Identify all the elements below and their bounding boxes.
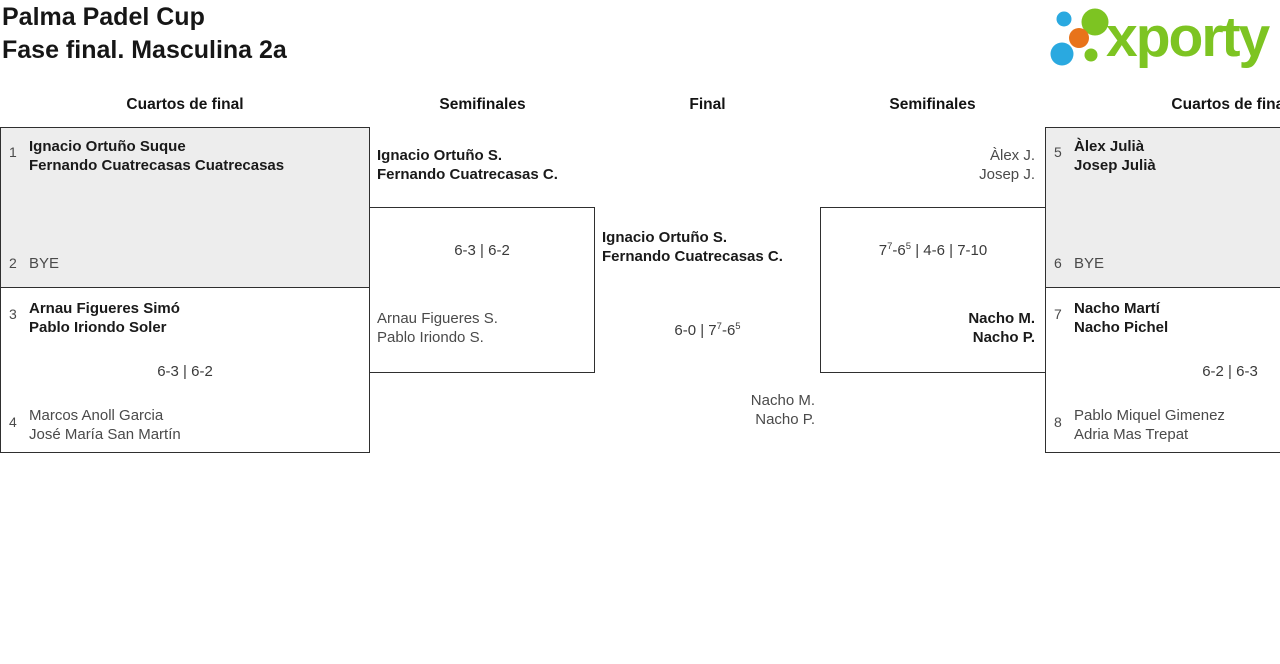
seed-number: 7 — [1054, 306, 1062, 322]
player-name: Josep Julià — [1074, 157, 1156, 174]
player-name: Nacho M. — [750, 392, 815, 409]
player-name: José María San Martín — [29, 426, 181, 443]
player-name: Marcos Anoll Garcia — [29, 407, 164, 424]
player-name: Ignacio Ortuño S. — [377, 147, 503, 164]
team-qf1-bottom-bye: BYE — [29, 255, 60, 272]
match-sf2-score: 77-65 | 4-6 | 7-10 — [878, 241, 988, 259]
seed-number: 3 — [9, 306, 17, 322]
player-name: Ignacio Ortuño S. — [602, 229, 728, 246]
round-header-quarters-left: Cuartos de final — [126, 96, 244, 113]
team-sf2-top: Àlex J. Josep J. — [820, 146, 1035, 184]
logo[interactable] — [1048, 3, 1112, 75]
seed-number: 6 — [1054, 255, 1062, 271]
player-name: Pablo Miquel Gimenez — [1074, 407, 1225, 424]
logo-dots-icon — [1050, 8, 1109, 66]
player-name: Pablo Iriondo S. — [377, 329, 484, 346]
match-sf1-score: 6-3 | 6-2 — [454, 242, 510, 259]
player-name: Nacho Martí — [1074, 300, 1160, 317]
player-name: Adria Mas Trepat — [1074, 426, 1189, 443]
round-header-final: Final — [689, 96, 726, 113]
seed-number: 4 — [9, 414, 17, 430]
phase-category: Fase final. Masculina 2a — [2, 36, 287, 64]
player-name: Fernando Cuatrecasas C. — [377, 166, 558, 183]
player-name: Ignacio Ortuño Suque — [29, 138, 186, 155]
player-name: Nacho M. — [968, 310, 1035, 327]
logo-dot-orange — [1069, 28, 1089, 48]
team-final-bottom: Nacho M. Nacho P. — [595, 391, 815, 429]
match-qf1-box: 1 Ignacio Ortuño Suque Fernando Cuatreca… — [0, 127, 370, 288]
player-name: Nacho Pichel — [1074, 319, 1169, 336]
round-header-semis-left: Semifinales — [439, 96, 526, 113]
team-qf3-bottom-bye: BYE — [1074, 255, 1105, 272]
team-sf2-bottom: Nacho M. Nacho P. — [968, 309, 1035, 347]
seed-number: 5 — [1054, 144, 1062, 160]
tournament-name: Palma Padel Cup — [2, 3, 205, 31]
logo-text[interactable]: xporty — [1106, 4, 1270, 69]
match-final-score: 6-0 | 77-65 — [674, 321, 741, 339]
round-header-semis-right: Semifinales — [889, 96, 976, 113]
team-sf1-top: Ignacio Ortuño S. Fernando Cuatrecasas C… — [377, 146, 558, 184]
player-name: Nacho P. — [755, 411, 815, 428]
seed-number: 2 — [9, 255, 17, 271]
logo-dot-green-small — [1084, 48, 1098, 62]
logo-dot-green-large — [1081, 8, 1109, 36]
team-final-top: Ignacio Ortuño S. Fernando Cuatrecasas C… — [602, 228, 783, 266]
team-qf4-top: Nacho Martí Nacho Pichel — [1074, 299, 1168, 337]
seed-number: 8 — [1054, 414, 1062, 430]
player-name: Pablo Iriondo Soler — [29, 319, 167, 336]
team-qf4-bottom: Pablo Miquel Gimenez Adria Mas Trepat — [1074, 406, 1225, 444]
match-qf3-box: 5 Àlex Julià Josep Julià 6 BYE — [1045, 127, 1280, 288]
player-name: Àlex Julià — [1074, 138, 1145, 155]
logo-dot-blue-small — [1056, 11, 1072, 27]
team-qf3-top: Àlex Julià Josep Julià — [1074, 137, 1156, 175]
team-qf1-top: Ignacio Ortuño Suque Fernando Cuatrecasa… — [29, 137, 284, 175]
match-qf4-box: 7 Nacho Martí Nacho Pichel 6-2 | 6-3 8 P… — [1045, 287, 1280, 453]
match-qf2-score: 6-3 | 6-2 — [157, 363, 213, 380]
player-name: Fernando Cuatrecasas C. — [602, 248, 783, 265]
match-qf4-score: 6-2 | 6-3 — [1202, 363, 1258, 380]
match-sf2-box: 77-65 | 4-6 | 7-10 Nacho M. Nacho P. — [820, 207, 1046, 373]
logo-dot-blue-large — [1050, 42, 1074, 66]
seed-number: 1 — [9, 144, 17, 160]
team-qf2-bottom: Marcos Anoll Garcia José María San Martí… — [29, 406, 181, 444]
match-sf1-box: 6-3 | 6-2 Arnau Figueres S. Pablo Iriond… — [369, 207, 595, 373]
player-name: Fernando Cuatrecasas Cuatrecasas — [29, 157, 285, 174]
player-name: Josep J. — [979, 166, 1035, 183]
round-header-quarters-right: Cuartos de final — [1171, 96, 1280, 113]
page-title: Palma Padel Cup Fase final. Masculina 2a — [2, 1, 287, 67]
player-name: Arnau Figueres Simó — [29, 300, 180, 317]
team-sf1-bottom: Arnau Figueres S. Pablo Iriondo S. — [377, 309, 498, 347]
player-name: Arnau Figueres S. — [377, 310, 498, 327]
team-qf2-top: Arnau Figueres Simó Pablo Iriondo Soler — [29, 299, 180, 337]
player-name: Àlex J. — [989, 147, 1035, 164]
match-qf2-box: 3 Arnau Figueres Simó Pablo Iriondo Sole… — [0, 287, 370, 453]
player-name: Nacho P. — [972, 329, 1035, 346]
